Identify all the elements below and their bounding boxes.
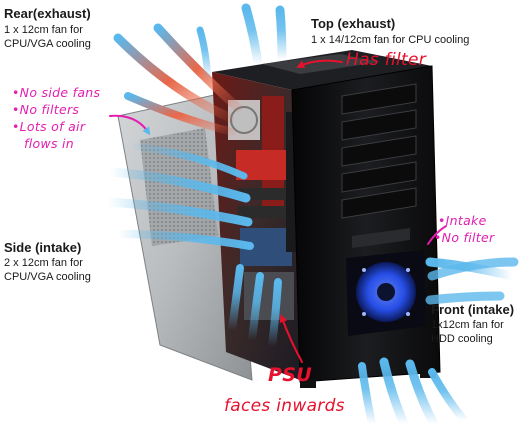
pc-case <box>212 50 441 388</box>
side-note-line: •Lots of air <box>12 119 86 134</box>
side-intake-arrow <box>103 197 253 227</box>
front-intake-arrow <box>358 362 376 428</box>
front-intake-arrow <box>427 257 519 281</box>
front-intake-arrow <box>425 291 505 305</box>
front-note-line: •Intake <box>438 213 487 228</box>
top-exhaust-arrow <box>275 5 287 65</box>
front-fan-led <box>346 250 426 336</box>
front-label-line1: 1x12cm fan for <box>431 319 504 331</box>
rear-label-line2: CPU/VGA cooling <box>4 38 91 50</box>
top-label-line1: 1 x 14/12cm fan for CPU cooling <box>311 34 470 46</box>
side-intake-arrow <box>105 167 251 203</box>
airflow-arrows <box>103 3 519 429</box>
bottom-intake-arrow <box>268 278 282 350</box>
front-intake-arrow <box>405 359 439 429</box>
rear-exhaust-arrow <box>113 33 235 123</box>
side-notes-pointer <box>109 114 151 136</box>
rear-label-line1: 1 x 12cm fan for <box>4 24 83 36</box>
annotation-pointers <box>109 59 447 363</box>
side-label-line2: CPU/VGA cooling <box>4 271 91 283</box>
has-filter-pointer <box>296 59 343 69</box>
front-label-line2: HDD cooling <box>431 333 493 345</box>
psu-note-sub: faces inwards <box>224 396 345 416</box>
psu-note-title: PSU <box>268 364 312 386</box>
front-notes-pointer <box>427 225 447 245</box>
psu-pointer <box>279 314 303 363</box>
rear-exhaust-arrow <box>124 92 236 136</box>
top-label-title: Top (exhaust) <box>311 16 396 31</box>
side-intake-arrow <box>114 230 254 250</box>
side-label-line1: 2 x 12cm fan for <box>4 257 83 269</box>
side-note-line: •No filters <box>12 102 80 117</box>
has-filter-note: Has filter <box>346 50 427 70</box>
bottom-intake-arrow <box>248 272 264 344</box>
top-exhaust-arrow <box>196 26 212 84</box>
front-label-title: Front (intake) <box>431 302 515 317</box>
side-note-line: flows in <box>24 136 75 151</box>
rear-label-title: Rear(exhaust) <box>4 6 91 21</box>
bottom-intake-arrow <box>228 264 244 334</box>
side-label-title: Side (intake) <box>4 240 82 255</box>
front-intake-arrow <box>428 368 468 424</box>
side-intake-arrow <box>126 142 248 180</box>
side-note-line: •No side fans <box>12 85 101 100</box>
front-note-line: •No filter <box>434 230 495 245</box>
front-intake-arrow <box>379 357 409 429</box>
rear-exhaust-arrow <box>153 23 243 113</box>
drive-bays <box>341 83 417 248</box>
top-exhaust-arrow <box>241 3 263 69</box>
